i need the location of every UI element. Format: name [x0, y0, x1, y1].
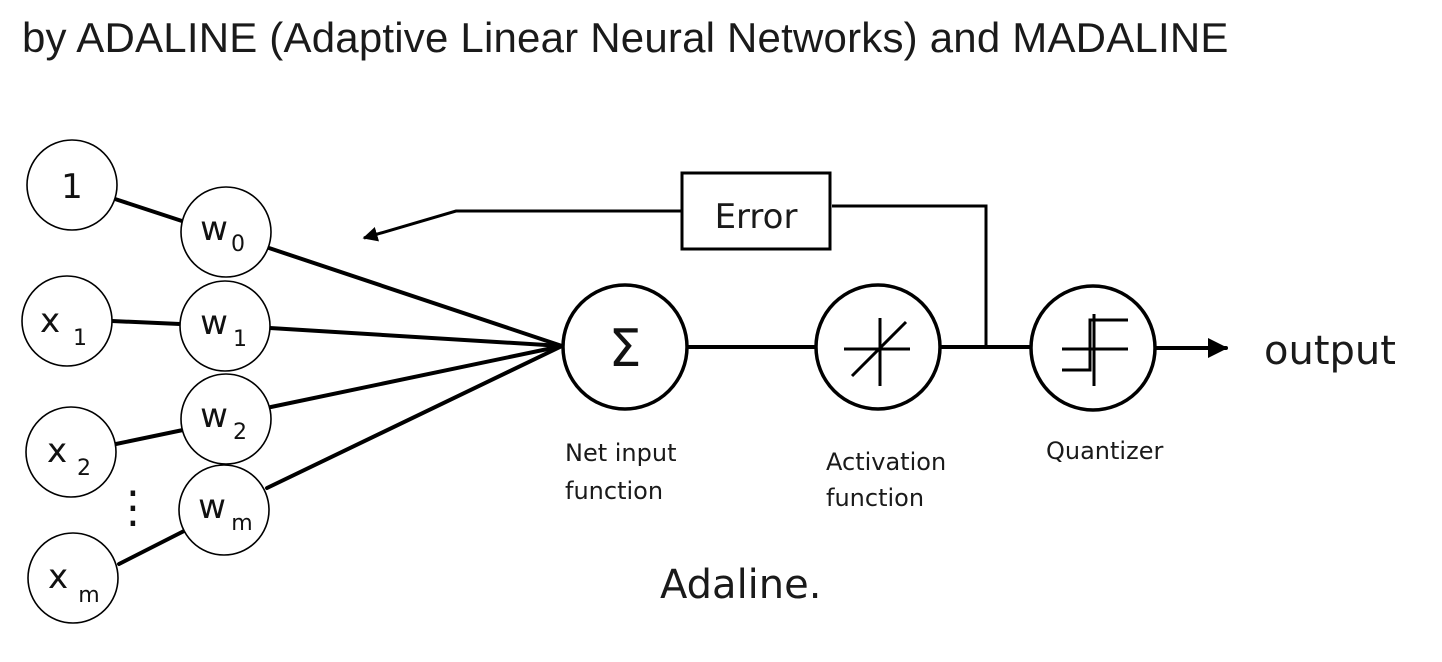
- input-node-xm: x m: [27, 532, 119, 624]
- weight-node-main: w: [200, 396, 228, 436]
- connection-xm-wm: [117, 528, 188, 566]
- net-input-caption: Net input function: [565, 439, 684, 505]
- weight-node-main: w: [200, 209, 228, 249]
- activation-caption: Activation function: [826, 448, 954, 512]
- activation-caption-line-1: Activation: [826, 448, 946, 476]
- input-node-circle: [26, 139, 118, 231]
- input-node-circle: [25, 406, 117, 498]
- step-function-icon: [1062, 314, 1128, 386]
- input-node-main: x: [48, 557, 68, 597]
- weight-node-subscript: 2: [233, 420, 247, 445]
- weight-node-circle: [180, 373, 272, 465]
- weight-node-w1: w 1: [179, 280, 271, 372]
- figure-caption: Adaline.: [660, 562, 821, 608]
- weight-node-subscript: 1: [233, 327, 247, 352]
- net-input-caption-line-2: function: [565, 477, 663, 505]
- weight-node-subscript: m: [231, 511, 252, 536]
- sigma-icon: Σ: [609, 319, 642, 379]
- weight-sum-connections: [265, 246, 564, 490]
- net-input-caption-line-1: Net input: [565, 439, 677, 467]
- net-input-node: Σ: [561, 283, 689, 411]
- ellipsis: ⋮: [111, 482, 155, 533]
- input-node-label: x: [48, 557, 68, 597]
- error-box: Error: [680, 171, 832, 251]
- input-node-bias: 1: [26, 139, 118, 231]
- connection-wm-sum: [265, 344, 564, 490]
- weight-node-subscript: 0: [231, 232, 245, 257]
- input-node-main: x: [40, 301, 60, 341]
- quantizer-caption: Quantizer: [1046, 437, 1163, 465]
- connection-w0-sum: [267, 246, 564, 348]
- error-feedback-line: [832, 204, 988, 347]
- weight-node-circle: [180, 186, 272, 278]
- input-node-label: 1: [61, 167, 83, 207]
- weight-node-w0: w 0: [180, 186, 272, 278]
- output-label: output: [1264, 328, 1396, 374]
- connection-w1-sum: [268, 326, 564, 348]
- error-label: Error: [715, 197, 798, 237]
- input-node-x1: x 1: [21, 275, 113, 367]
- input-node-label: x: [40, 301, 60, 341]
- connection-x1-w1: [110, 319, 182, 326]
- input-node-main: x: [47, 431, 67, 471]
- activation-node: [814, 283, 942, 411]
- weight-node-circle: [179, 280, 271, 372]
- quantizer-node: [1029, 284, 1157, 412]
- error-box-frame: [680, 171, 832, 251]
- connection-w2-sum: [269, 344, 564, 409]
- weight-node-main: w: [200, 303, 228, 343]
- connection-1-w0: [113, 197, 187, 224]
- input-node-label: x: [47, 431, 67, 471]
- input-node-subscript: m: [78, 583, 99, 608]
- input-node-circle: [27, 532, 119, 624]
- error-feedback-arrow: [362, 209, 682, 242]
- page-title: by ADALINE (Adaptive Linear Neural Netwo…: [22, 14, 1229, 61]
- input-weight-connections: [110, 197, 188, 566]
- activation-caption-line-2: function: [826, 484, 924, 512]
- input-node-subscript: 1: [73, 326, 87, 351]
- input-node-subscript: 2: [77, 456, 91, 481]
- linear-activation-icon: [844, 318, 910, 386]
- weight-node-w2: w 2: [180, 373, 272, 465]
- weight-node-circle: [178, 464, 270, 556]
- weight-node-wm: w m: [178, 464, 270, 556]
- input-node-x2: x 2: [25, 406, 117, 498]
- activation-circle: [814, 283, 942, 411]
- net-input-circle: [561, 283, 689, 411]
- weight-node-main: w: [198, 487, 226, 527]
- connection-x2-w2: [114, 428, 185, 446]
- input-node-circle: [21, 275, 113, 367]
